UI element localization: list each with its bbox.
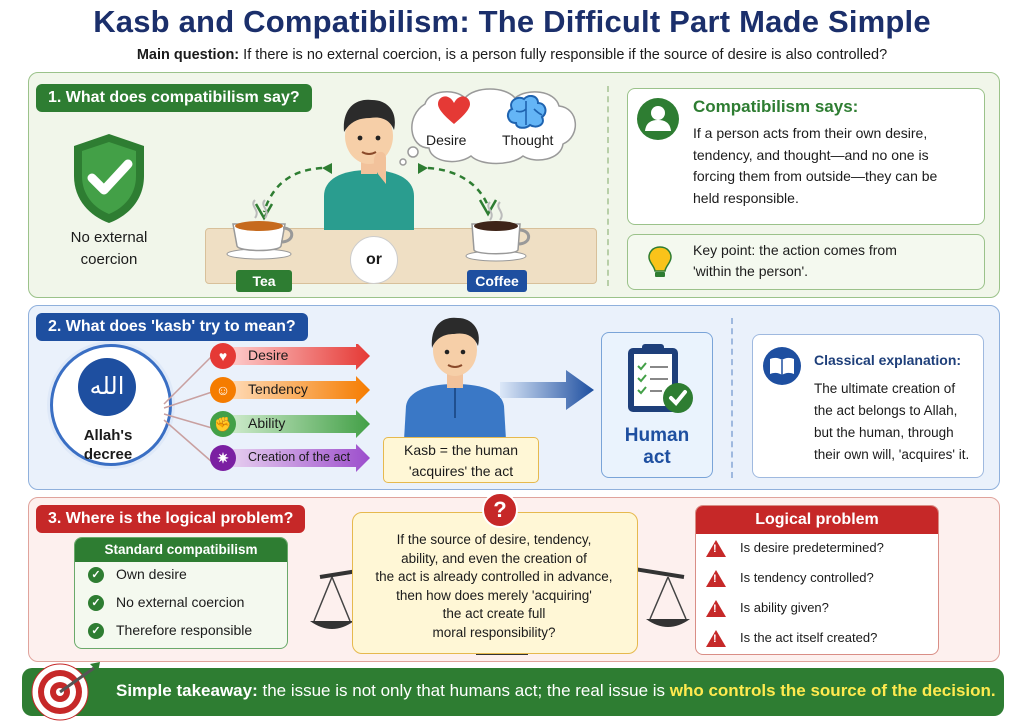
main-question: Main question: If there is no external c… (0, 47, 1024, 63)
logical-title: Logical problem (696, 506, 938, 534)
classical-text: The ultimate creation of the act belongs… (814, 381, 970, 462)
classical-title: Classical explanation: (814, 352, 962, 368)
arrow-label-desire: Desire (248, 347, 289, 363)
thinking-person-icon (324, 99, 414, 230)
standard-item: ✓No external coercion (88, 594, 244, 612)
logical-item: !Is ability given? (706, 600, 829, 618)
key-point-card (627, 234, 985, 290)
clipboard-check-icon (628, 344, 693, 413)
divider (607, 86, 609, 286)
logical-item: !Is the act itself created? (706, 630, 877, 648)
head-icon: ☺ (210, 377, 236, 403)
choice-arrows (254, 163, 498, 221)
arrow-label-ability: Ability (248, 415, 286, 431)
main-question-text: If there is no external coercion, is a p… (243, 47, 888, 63)
no-coercion-label: No external coercion (70, 229, 148, 268)
standard-title: Standard compatibilism (75, 538, 287, 562)
person-icon (637, 98, 679, 140)
sparkle-icon: ✷ (210, 445, 236, 471)
arrow-label-tendency: Tendency (248, 381, 308, 397)
heart-icon (438, 96, 470, 124)
heart-icon: ♥ (210, 343, 236, 369)
book-icon (763, 347, 801, 385)
standard-compatibilism-card: Standard compatibilism (74, 537, 288, 649)
target-icon (31, 662, 100, 721)
person-icon (404, 317, 506, 440)
compatibilism-card (627, 88, 985, 225)
standard-item: ✓Therefore responsible (88, 622, 252, 640)
warning-icon: ! (706, 540, 726, 558)
big-arrow-icon (500, 370, 594, 410)
key-point-text: Key point: the action comes from 'within… (693, 242, 897, 279)
takeaway-label: Simple takeaway: (116, 681, 258, 700)
connector-lines (163, 355, 213, 463)
allah-calligraphy: الله (78, 358, 136, 416)
takeaway-text: Simple takeaway: the issue is not only t… (116, 681, 996, 700)
main-question-label: Main question: (136, 47, 240, 63)
logical-item: !Is tendency controlled? (706, 570, 874, 588)
check-icon: ✓ (88, 595, 104, 612)
logical-item: !Is desire predetermined? (706, 540, 884, 558)
warning-icon: ! (706, 630, 726, 648)
logical-problem-card: Logical problem (695, 505, 939, 655)
compatibilism-card-text: If a person acts from their own desire, … (693, 125, 938, 206)
strength-icon: ✊ (210, 411, 236, 437)
tea-label: Tea (236, 270, 292, 292)
section3-heading: 3. Where is the logical problem? (36, 505, 306, 533)
lightbulb-icon (648, 246, 672, 277)
attribute-arrows (220, 344, 370, 472)
warning-icon: ! (706, 570, 726, 588)
arrow-label-creation: Creation of the act (248, 450, 351, 464)
check-icon: ✓ (88, 623, 104, 640)
or-label: or (350, 236, 398, 284)
section2-heading: 2. What does 'kasb' try to mean? (36, 313, 308, 341)
coffee-cup-icon (465, 201, 531, 262)
question-mark-icon: ? (482, 492, 518, 528)
allah-decree-label: Allah's decree (83, 427, 133, 463)
page-title: Kasb and Compatibilism: The Difficult Pa… (93, 4, 931, 39)
check-icon: ✓ (88, 567, 104, 584)
tea-cup-icon (226, 199, 294, 260)
central-question-text: If the source of desire, tendency, abili… (375, 532, 613, 640)
human-act-label: Human act (624, 425, 690, 468)
divider (731, 318, 733, 478)
coffee-label: Coffee (467, 270, 527, 292)
warning-icon: ! (706, 600, 726, 618)
desire-label: Desire (426, 132, 467, 148)
brain-icon (506, 95, 547, 129)
takeaway-highlight: who controls the source of the decision. (669, 681, 996, 700)
thought-label: Thought (502, 132, 554, 148)
standard-item: ✓Own desire (88, 566, 187, 584)
compatibilism-card-title: Compatibilism says: (693, 97, 859, 116)
section1-heading: 1. What does compatibilism say? (36, 84, 312, 112)
shield-check-icon (74, 134, 144, 223)
takeaway-bar (22, 668, 1004, 716)
kasb-definition: Kasb = the human 'acquires' the act (383, 437, 539, 483)
